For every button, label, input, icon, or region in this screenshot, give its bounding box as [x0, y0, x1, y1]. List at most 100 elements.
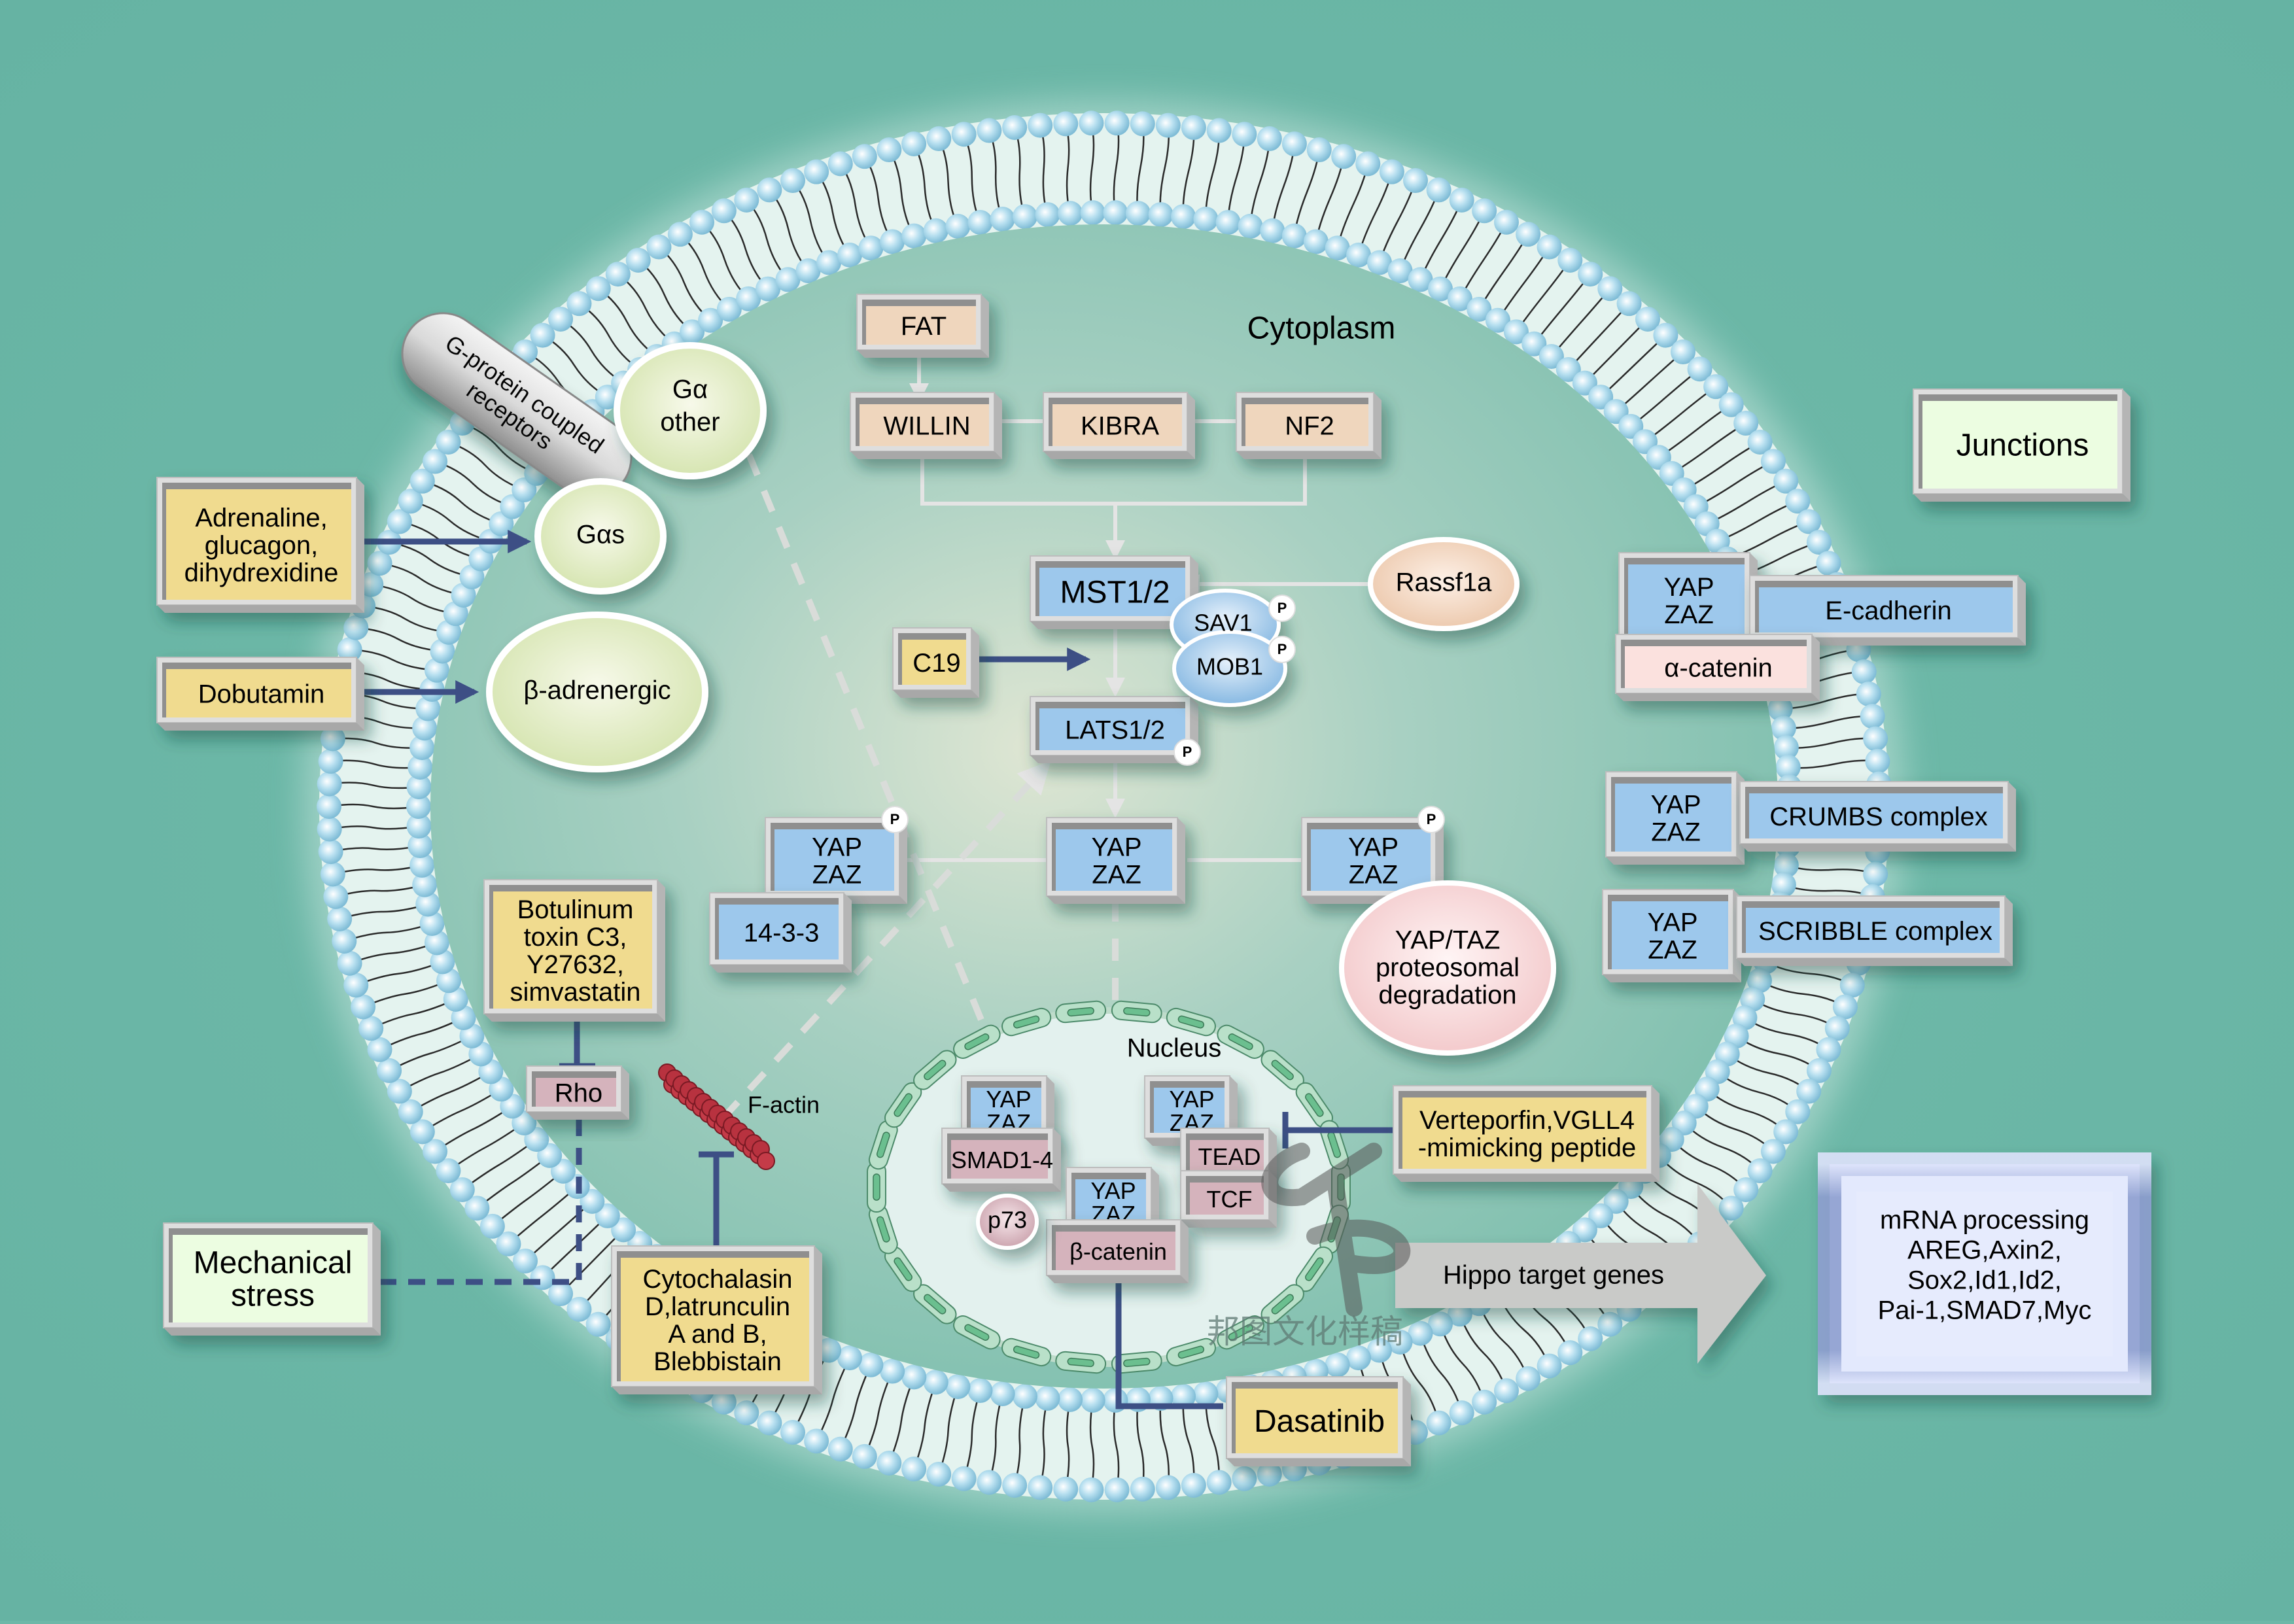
lipid-head [320, 861, 345, 887]
cytochalasin-label: Blebbistain [653, 1347, 782, 1376]
hippo-target-genes-arrow[interactable] [1395, 1184, 1766, 1364]
p73[interactable] [976, 1194, 1039, 1250]
tcf-box[interactable] [1180, 1170, 1277, 1228]
lipid-tail [912, 1381, 937, 1470]
target-genes-line-1: mRNA processing [1880, 1206, 2089, 1235]
nuclear-pore [1166, 1338, 1216, 1367]
lipid-head [1080, 200, 1105, 226]
lats-box[interactable] [1030, 696, 1198, 763]
lipid-head [1863, 726, 1888, 752]
lipid-tail [476, 1154, 550, 1209]
lipid-head [1856, 681, 1881, 706]
kibra-box[interactable] [1043, 392, 1195, 459]
lipid-head [901, 1364, 927, 1390]
dasatinib-box[interactable] [1226, 1376, 1411, 1466]
lipid-head [926, 126, 952, 152]
cytochalasin-box[interactable] [611, 1245, 822, 1394]
mob1[interactable] [1172, 630, 1287, 707]
lipid-head [780, 1419, 805, 1445]
lipid-head [1771, 872, 1796, 897]
rassf1a[interactable] [1368, 537, 1520, 631]
degradation-label-1: YAP/TAZ [1395, 926, 1501, 955]
yap-right-box[interactable] [1301, 817, 1444, 904]
nuclear-pore [884, 1082, 922, 1128]
lipid-head [1325, 1352, 1350, 1377]
mechanical-stress-box[interactable] [163, 1222, 381, 1336]
lipid-tail [422, 480, 502, 525]
nuc-yap-tead-label: YAP [1169, 1086, 1214, 1113]
lipid-tail [723, 210, 769, 290]
scribble-box[interactable] [1736, 895, 2013, 966]
lipid-head [1130, 1476, 1155, 1502]
tcf-label: TCF [1207, 1186, 1253, 1213]
yap-center-box[interactable] [1046, 817, 1185, 904]
lipid-head [667, 222, 693, 247]
mst-label: MST1/2 [1060, 576, 1170, 610]
lipid-tail [462, 1139, 537, 1190]
dobutamin-box[interactable] [156, 657, 364, 731]
ecadherin-yap-label: YAP [1663, 573, 1714, 602]
botulinum-box[interactable] [483, 879, 665, 1022]
lipid-tail [1439, 1323, 1486, 1403]
lipid-head [367, 1037, 392, 1062]
lipid-tail [1671, 1139, 1747, 1190]
lipid-head [1806, 1058, 1832, 1083]
lipid-head [1816, 551, 1841, 576]
lipid-head [343, 973, 369, 998]
lipid-head [1303, 229, 1329, 254]
lipid-head [1408, 267, 1433, 292]
lipid-head [323, 884, 349, 909]
lipid-head [1053, 1476, 1079, 1502]
g-alpha-other-label-1: Gα [672, 375, 708, 404]
junctions-box[interactable] [1913, 389, 2130, 502]
lipid-head [1503, 319, 1529, 345]
crumbs-yap-box[interactable] [1605, 771, 1745, 865]
lipid-head [1796, 509, 1822, 534]
crumbs-box[interactable] [1739, 781, 2016, 852]
lipid-head [1747, 1158, 1773, 1184]
fat-box[interactable] [856, 294, 989, 358]
smad-box[interactable] [941, 1128, 1061, 1192]
fourteen33-box[interactable] [709, 892, 852, 973]
beta-adrenergic-receptor[interactable] [486, 612, 708, 772]
lipid-head [320, 726, 345, 752]
rho-box[interactable] [526, 1065, 629, 1120]
lipid-tail [542, 1215, 608, 1279]
lipid-head [1260, 218, 1285, 243]
lipid-head [1053, 111, 1079, 137]
verteporfin-box[interactable] [1393, 1085, 1660, 1182]
mst-box[interactable] [1030, 555, 1198, 629]
lipid-tail [839, 1364, 872, 1450]
lipid-tail [362, 980, 449, 1008]
lipid-head [1557, 247, 1583, 273]
lipid-head [1839, 973, 1865, 998]
g-alpha-other[interactable] [614, 342, 767, 479]
lipid-head [513, 1248, 538, 1273]
target-genes-box[interactable] [1818, 1152, 2151, 1395]
lipid-head [436, 1158, 461, 1184]
target-genes-line-4: Pai-1,SMAD7,Myc [1878, 1296, 2092, 1325]
adrenaline-box[interactable] [156, 477, 364, 613]
lipid-head [436, 429, 461, 455]
nf2-box[interactable] [1236, 392, 1382, 459]
ecadherin-box[interactable] [1749, 575, 2026, 646]
nuc-yap-smad-label: YAP [986, 1086, 1031, 1113]
lipid-head [1104, 111, 1130, 136]
phosphorylation-marker [881, 806, 909, 833]
lipid-tail [462, 422, 537, 475]
yap-taz-degradation[interactable] [1339, 880, 1556, 1056]
lipid-head [967, 209, 993, 235]
crumbs-yap-label: YAP [1650, 791, 1701, 820]
g-alpha-s[interactable] [534, 478, 667, 595]
willin-box[interactable] [850, 392, 1002, 459]
target-genes-line-2: AREG,Axin2, [1907, 1236, 2062, 1265]
lipid-head [367, 551, 392, 576]
lipid-tail [330, 844, 421, 853]
scribble-yap-label: ZAZ [1648, 936, 1697, 965]
c19-box[interactable] [892, 627, 979, 698]
alpha-catenin-box[interactable] [1615, 634, 1820, 701]
lipid-tail [988, 1393, 1003, 1483]
beta-catenin-box[interactable] [1046, 1219, 1189, 1283]
scribble-yap-box[interactable] [1602, 889, 1741, 982]
phospho-label: P [1183, 744, 1192, 760]
